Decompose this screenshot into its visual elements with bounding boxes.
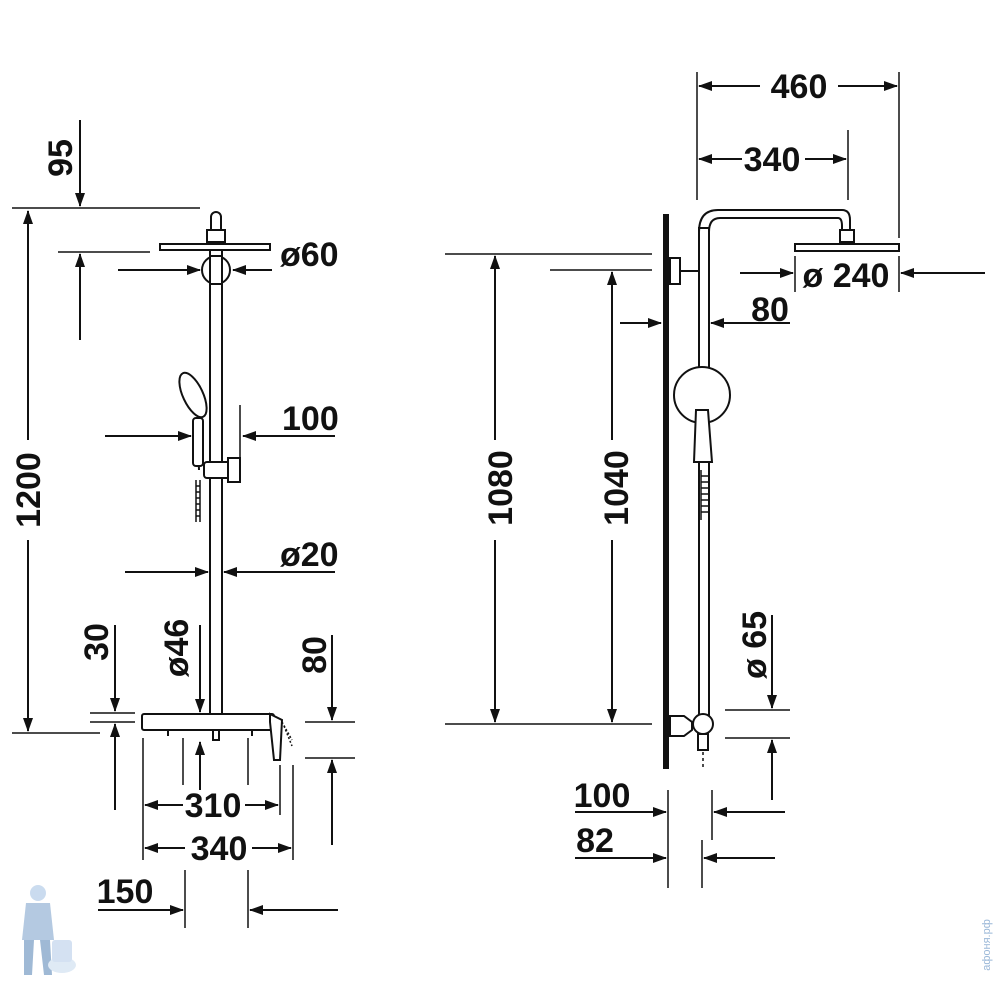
watermark-text: афоня.рф [981,919,993,971]
dim-side-100-label: 100 [574,777,631,815]
dim-460-label: 460 [771,68,828,106]
shower-column-front [141,211,293,761]
plumber-mascot-icon [22,885,76,975]
wall [663,214,669,769]
dim-side-340-label: 340 [744,141,801,179]
dim-d60-label: ø60 [280,236,339,274]
side-view: 460 340 ø 240 80 1080 1040 ø 65 [445,68,985,888]
front-view: 95 1200 ø60 100 ø20 30 ø46 80 [10,120,355,928]
dim-340-label: 340 [191,830,248,868]
dim-95-label: 95 [42,139,80,177]
dim-d240-label: ø 240 [803,257,890,295]
dim-150-label: 150 [97,873,154,911]
dim-1040-label: 1040 [598,450,636,526]
dim-d20-label: ø20 [280,536,339,574]
dim-d65-label: ø 65 [736,611,774,679]
dim-1080-label: 1080 [482,450,520,526]
dim-100-label: 100 [282,400,339,438]
dim-1200-label: 1200 [10,452,48,528]
dim-d46-label: ø46 [158,619,196,678]
dim-80-label: 80 [296,636,334,674]
dim-30-label: 30 [78,623,116,661]
dim-310-label: 310 [185,787,242,825]
dim-side-80-label: 80 [751,291,789,329]
dim-82-label: 82 [576,822,614,860]
shower-column-side [669,209,900,770]
